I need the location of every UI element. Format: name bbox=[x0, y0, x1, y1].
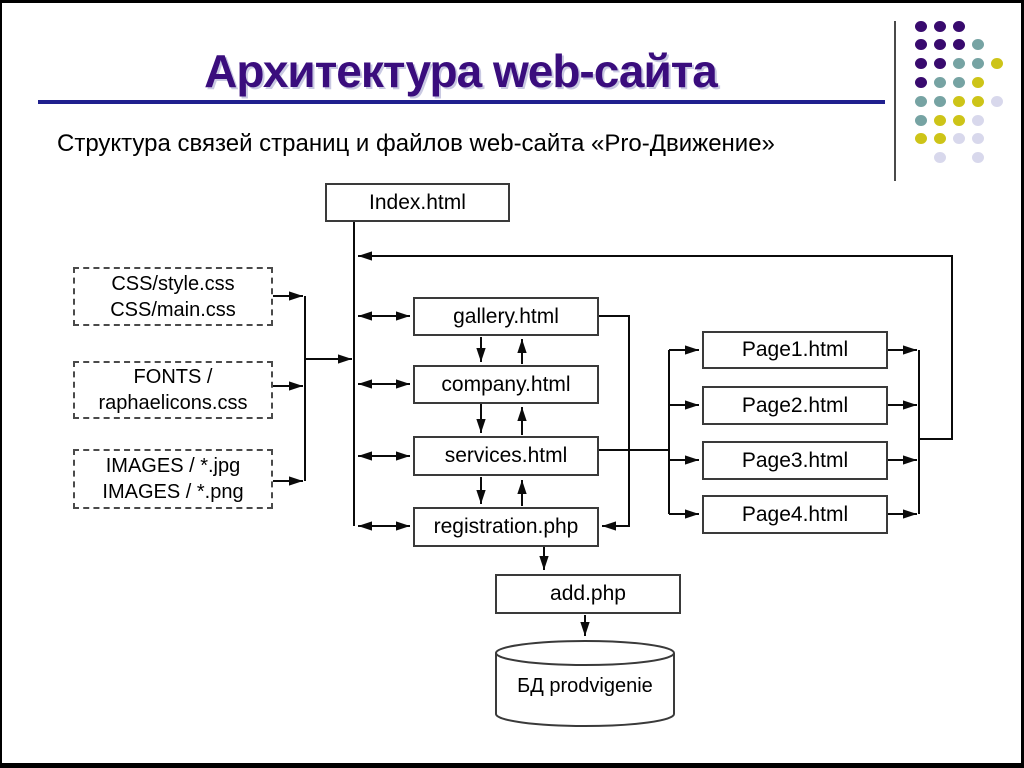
database-cylinder bbox=[495, 640, 675, 727]
decor-dot bbox=[972, 76, 984, 88]
node-company: company.html bbox=[413, 365, 599, 404]
decor-dot bbox=[991, 95, 1003, 107]
decor-dot bbox=[953, 39, 965, 51]
node-gallery: gallery.html bbox=[413, 297, 599, 336]
edge-pages-return bbox=[358, 251, 953, 440]
subtitle: Структура связей страниц и файлов web-са… bbox=[57, 130, 775, 157]
file-group-line: FONTS / bbox=[133, 366, 213, 388]
file-group-line: raphaelicons.css bbox=[98, 392, 248, 414]
file-group-line: CSS/style.css bbox=[111, 272, 235, 295]
node-images-files: IMAGES / *.jpg IMAGES / *.png bbox=[73, 449, 273, 509]
decor-dot bbox=[953, 114, 965, 126]
diagram-connectors bbox=[272, 222, 953, 727]
database-label: БД prodvigenie bbox=[517, 675, 653, 697]
decor-dot bbox=[972, 133, 984, 145]
decor-dot bbox=[934, 20, 946, 32]
node-page4: Page4.html bbox=[702, 495, 888, 534]
decor-dot bbox=[934, 58, 946, 70]
decor-dot bbox=[953, 20, 965, 32]
title-underline bbox=[38, 100, 885, 104]
decor-dot bbox=[934, 76, 946, 88]
decor-dot bbox=[972, 39, 984, 51]
node-services: services.html bbox=[413, 436, 599, 476]
decor-dot bbox=[972, 114, 984, 126]
decor-dot bbox=[934, 114, 946, 126]
decor-dot bbox=[953, 76, 965, 88]
node-fonts-files: FONTS / raphaelicons.css bbox=[73, 361, 273, 419]
decor-dot bbox=[934, 152, 946, 164]
decor-dot bbox=[972, 152, 984, 164]
node-page2: Page2.html bbox=[702, 386, 888, 425]
decor-dot bbox=[915, 39, 927, 51]
decor-dot bbox=[915, 133, 927, 145]
node-css-files: CSS/style.css CSS/main.css bbox=[73, 267, 273, 326]
decor-dot bbox=[972, 95, 984, 107]
node-page3: Page3.html bbox=[702, 441, 888, 480]
decor-dot bbox=[934, 95, 946, 107]
file-group-line: IMAGES / *.jpg bbox=[105, 455, 241, 477]
decor-dot bbox=[953, 133, 965, 145]
edge-gallery-registration bbox=[599, 315, 630, 531]
decor-dot bbox=[934, 39, 946, 51]
decor-dot bbox=[972, 58, 984, 70]
decor-dot bbox=[915, 20, 927, 32]
decor-dot bbox=[953, 58, 965, 70]
decor-vertical-line bbox=[894, 21, 896, 181]
node-add-php: add.php bbox=[495, 574, 681, 614]
decor-dot bbox=[915, 114, 927, 126]
decor-dot bbox=[991, 58, 1003, 70]
decor-dot bbox=[953, 95, 965, 107]
node-page1: Page1.html bbox=[702, 331, 888, 369]
decor-dot bbox=[915, 58, 927, 70]
node-index: Index.html bbox=[325, 183, 510, 222]
node-registration: registration.php bbox=[413, 507, 599, 547]
page-title: Архитектура web-сайта bbox=[204, 45, 718, 97]
decor-dot bbox=[915, 95, 927, 107]
decor-dot bbox=[915, 76, 927, 88]
file-group-line: IMAGES / *.png bbox=[102, 481, 244, 503]
file-group-line: CSS/main.css bbox=[110, 298, 236, 321]
decor-dot bbox=[934, 133, 946, 145]
